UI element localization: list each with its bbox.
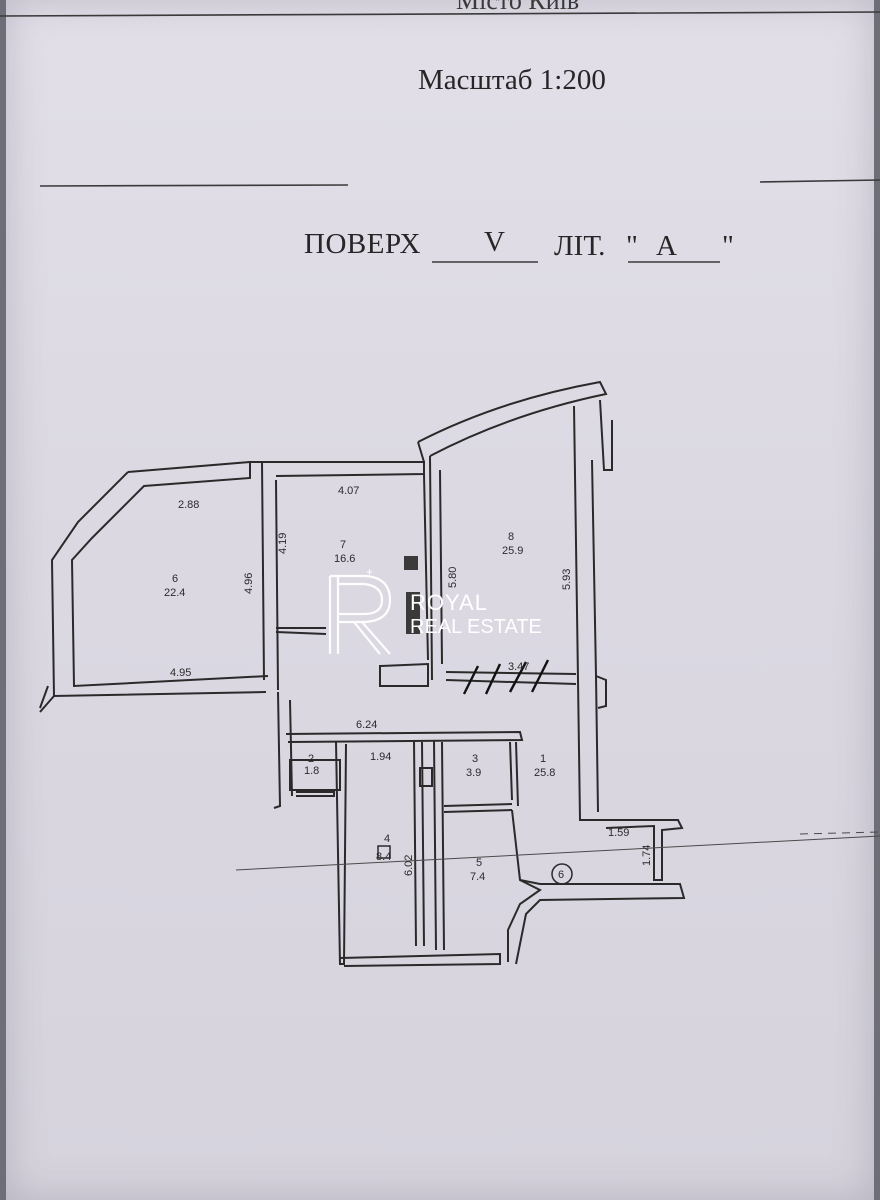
dim-label: 1.94 — [370, 751, 391, 763]
room-number: 8 — [508, 531, 514, 543]
dim-label: 5.80 — [447, 567, 459, 588]
room-4: 4 8.4 — [376, 833, 391, 863]
room-5: 5 7.4 — [470, 857, 485, 883]
royal-logo-icon: + — [328, 568, 392, 655]
room-number: 6 — [172, 573, 178, 585]
stove-fixture — [404, 556, 418, 570]
floor-label: ПОВЕРХ — [304, 228, 421, 260]
watermark-line2: REAL ESTATE — [410, 616, 542, 638]
room-number: 5 — [476, 857, 482, 869]
dim-label: 5.93 — [561, 569, 573, 590]
city-heading: Місто Київ — [456, 0, 580, 15]
dim-label: 1.74 — [641, 845, 653, 866]
dim-label: 4.19 — [277, 533, 289, 554]
kitchen-fixture — [406, 592, 420, 634]
section-line — [235, 835, 880, 871]
room-area: 8.4 — [376, 851, 391, 863]
floor-value: V — [484, 226, 505, 258]
svg-text:+: + — [366, 568, 373, 579]
dim-label: 4.95 — [170, 667, 191, 679]
hatch-marks — [462, 659, 550, 695]
balcony-number: 6 — [558, 869, 564, 881]
room-area: 22.4 — [164, 587, 185, 599]
room-area: 25.8 — [534, 767, 555, 779]
document-page: Місто Київ Масштаб 1:200 ПОВЕРХ V ЛІТ. "… — [6, 0, 874, 1200]
room-number: 3 — [472, 753, 478, 765]
room-1: 1 25.8 — [534, 753, 555, 779]
scale-label: Масштаб 1:200 — [418, 64, 606, 96]
room-7: 7 16.6 — [334, 539, 355, 565]
bath-fixture — [377, 845, 391, 859]
room-number: 4 — [384, 833, 390, 845]
dim-label: 3.47 — [508, 661, 529, 673]
room-area: 1.8 — [304, 765, 319, 777]
lit-quote-open: " — [626, 230, 638, 262]
lit-value: A — [656, 230, 677, 262]
dim-label: 1.59 — [608, 827, 629, 839]
header-rules — [0, 11, 880, 263]
section-line-dashed — [799, 831, 880, 835]
room-area: 25.9 — [502, 545, 523, 557]
balcony-marker — [551, 863, 573, 885]
dim-label: 6.02 — [403, 855, 415, 876]
plan-walls — [39, 380, 686, 967]
dim-label: 4.96 — [243, 573, 255, 594]
lit-quote-close: " — [722, 230, 734, 262]
room-6: 6 22.4 — [164, 573, 185, 599]
room-number: 7 — [340, 539, 346, 551]
dim-label: 2.88 — [178, 499, 199, 511]
room-area: 16.6 — [334, 553, 355, 565]
room-area: 3.9 — [466, 767, 481, 779]
room-2: 2 1.8 — [304, 753, 319, 777]
room-3: 3 3.9 — [466, 753, 481, 779]
room-8: 8 25.9 — [502, 531, 523, 557]
watermark-line1: ROYAL — [410, 590, 488, 615]
dim-label: 6.24 — [356, 719, 377, 731]
dim-label: 4.07 — [338, 485, 359, 497]
lit-label: ЛІТ. — [554, 230, 606, 262]
room-area: 7.4 — [470, 871, 485, 883]
room-number: 2 — [308, 753, 314, 765]
room-number: 1 — [540, 753, 546, 765]
